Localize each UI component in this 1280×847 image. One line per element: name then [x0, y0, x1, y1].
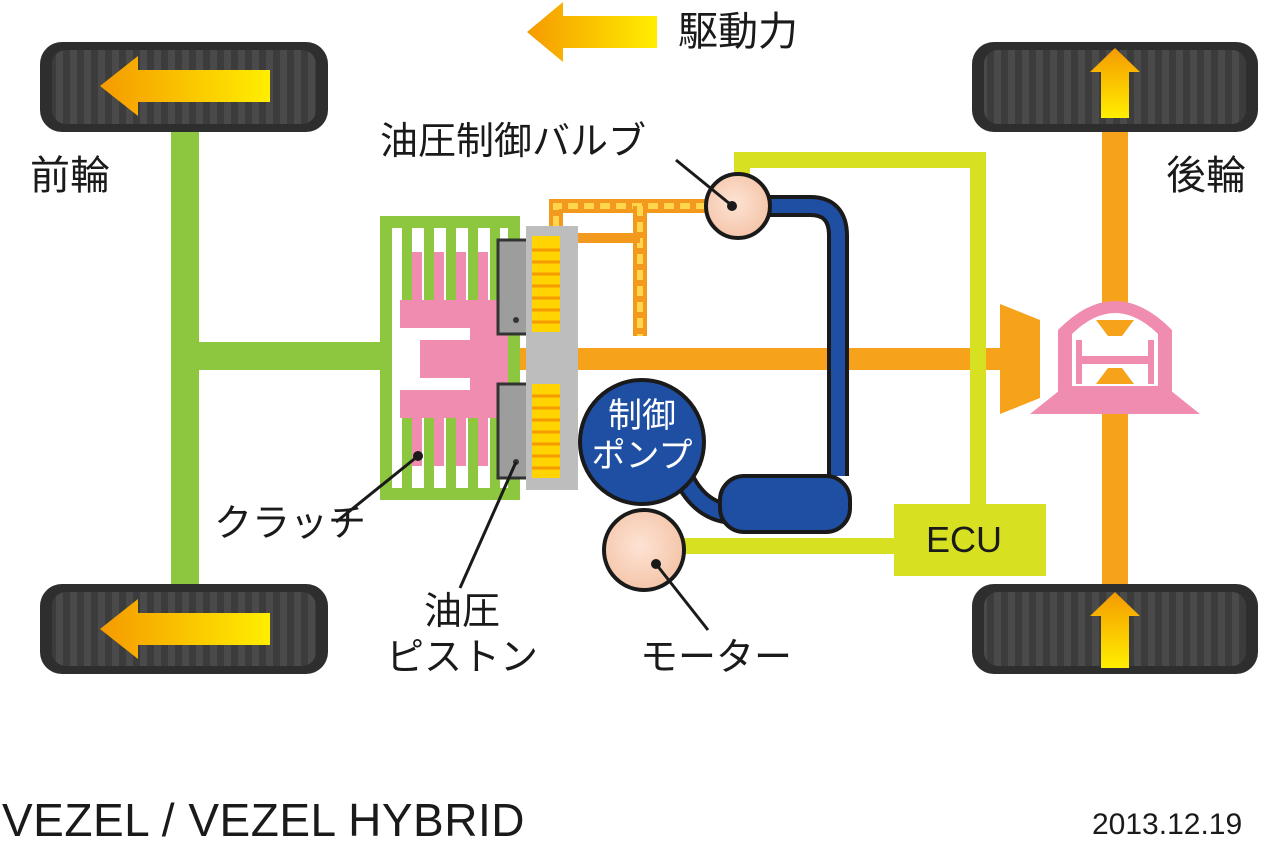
control-pump-label: 制御 ポンプ: [590, 396, 694, 476]
propeller-shaft-arrow-icon: [1000, 304, 1040, 414]
rear-wheel-label: 後輪: [1166, 153, 1246, 199]
clutch-label: クラッチ: [214, 501, 367, 545]
leader-lines: [335, 158, 731, 631]
oil-reservoir: [718, 474, 852, 534]
propeller-shaft: [505, 348, 1005, 370]
front-left-tire: [40, 42, 328, 132]
legend-drive-force-label: 駆動力: [678, 9, 798, 55]
hydraulic-valve-label: 油圧制御バルブ: [380, 119, 647, 163]
front-right-tire: [40, 584, 328, 674]
footer-date: 2013.12.19: [1092, 808, 1243, 841]
motor-label: モーター: [640, 635, 793, 679]
hydraulic-pressure-line: [549, 199, 712, 336]
front-drive-shaft: [171, 128, 389, 596]
ecu-label: ECU: [926, 519, 1003, 560]
hydraulic-piston-label-line2: ピストン: [385, 635, 538, 679]
clutch-plates: [400, 252, 508, 466]
hydraulic-piston: [496, 238, 530, 480]
footer-title: VEZEL / VEZEL HYBRID: [2, 794, 525, 846]
hydraulic-piston-label-line1: 油圧: [423, 589, 500, 633]
rear-right-tire: [972, 584, 1258, 674]
rear-left-tire: [972, 42, 1258, 132]
control-pump: [578, 378, 706, 506]
motor: [602, 508, 686, 592]
legend-arrow-icon: [527, 2, 657, 62]
front-wheel-label: 前輪: [30, 153, 110, 199]
piston-chamber: [526, 226, 578, 490]
hydraulic-piston-label: 油圧 ピストン: [382, 588, 542, 680]
ecu-box: [894, 504, 1046, 576]
rear-differential: [1030, 301, 1200, 414]
hydraulic-control-valve: [704, 172, 772, 240]
control-pump-label-line1: 制御: [608, 396, 676, 436]
control-pump-label-line2: ポンプ: [591, 436, 693, 476]
